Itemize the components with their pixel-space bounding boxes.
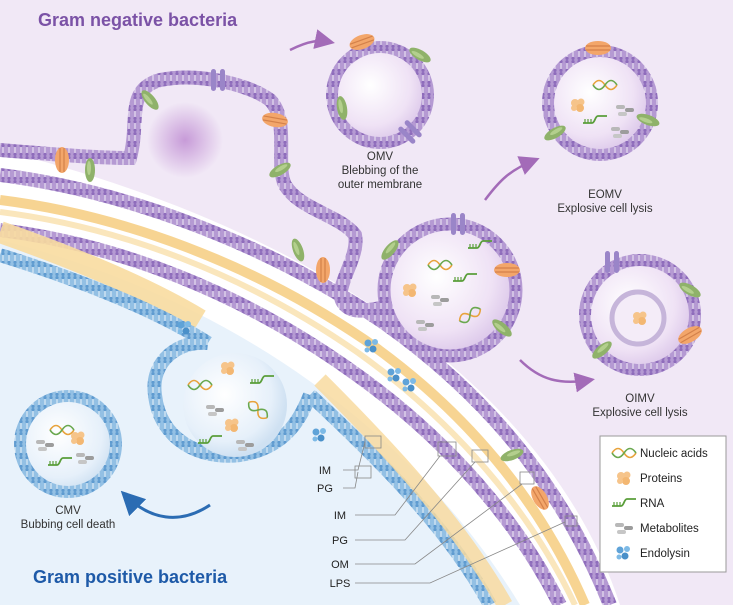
arrow-to-eomv <box>484 156 540 201</box>
omv-vesicle <box>326 30 434 149</box>
membrane-protein <box>85 158 95 182</box>
protein-icon <box>617 471 631 485</box>
legend-label-nucleic-acids: Nucleic acids <box>640 448 708 460</box>
porin-protein <box>315 256 331 284</box>
gram-negative-outer-membrane <box>0 70 617 605</box>
pos-pg-label: PG <box>317 483 333 495</box>
omv-desc-line2: outer membrane <box>338 179 422 191</box>
gram-positive-bud-contents <box>183 353 287 457</box>
bud-cytoplasm <box>147 102 223 178</box>
cmv-label: CMV <box>55 505 81 517</box>
oimv-vesicle <box>579 251 706 376</box>
arrow-to-omv <box>289 29 335 52</box>
omv-label: OMV <box>367 151 394 163</box>
gram-positive-membrane <box>0 221 512 605</box>
cmv-desc: Bubbing cell death <box>21 519 116 531</box>
legend-label-metabolites: Metabolites <box>640 523 699 535</box>
porin-protein <box>54 146 70 174</box>
layer-leaders <box>343 435 578 584</box>
budding-vesicle <box>377 213 523 363</box>
eomv-desc: Explosive cell lysis <box>557 203 652 215</box>
neg-om-label: OM <box>331 559 349 571</box>
legend-label-rna: RNA <box>640 498 665 510</box>
omv-desc-line1: Blebbing of the <box>342 165 419 177</box>
gram-negative-title: Gram negative bacteria <box>38 10 238 30</box>
cmv-vesicle <box>14 390 122 498</box>
gram-positive-title: Gram positive bacteria <box>33 567 228 587</box>
legend-label-endolysin: Endolysin <box>640 548 690 560</box>
eomv-label: EOMV <box>588 189 622 201</box>
arrow-to-oimv <box>519 359 595 393</box>
eomv-vesicle <box>542 40 661 161</box>
neg-lps-label: LPS <box>330 578 351 590</box>
oimv-label: OIMV <box>625 393 655 405</box>
legend: Nucleic acids Proteins RNA Metabolites E… <box>599 435 727 573</box>
legend-label-proteins: Proteins <box>640 473 682 485</box>
neg-pg-label: PG <box>332 535 348 547</box>
neg-im-label: IM <box>334 510 346 522</box>
pos-im-label: IM <box>319 465 331 477</box>
arrow-to-cmv <box>120 490 211 519</box>
oimv-desc: Explosive cell lysis <box>592 407 687 419</box>
